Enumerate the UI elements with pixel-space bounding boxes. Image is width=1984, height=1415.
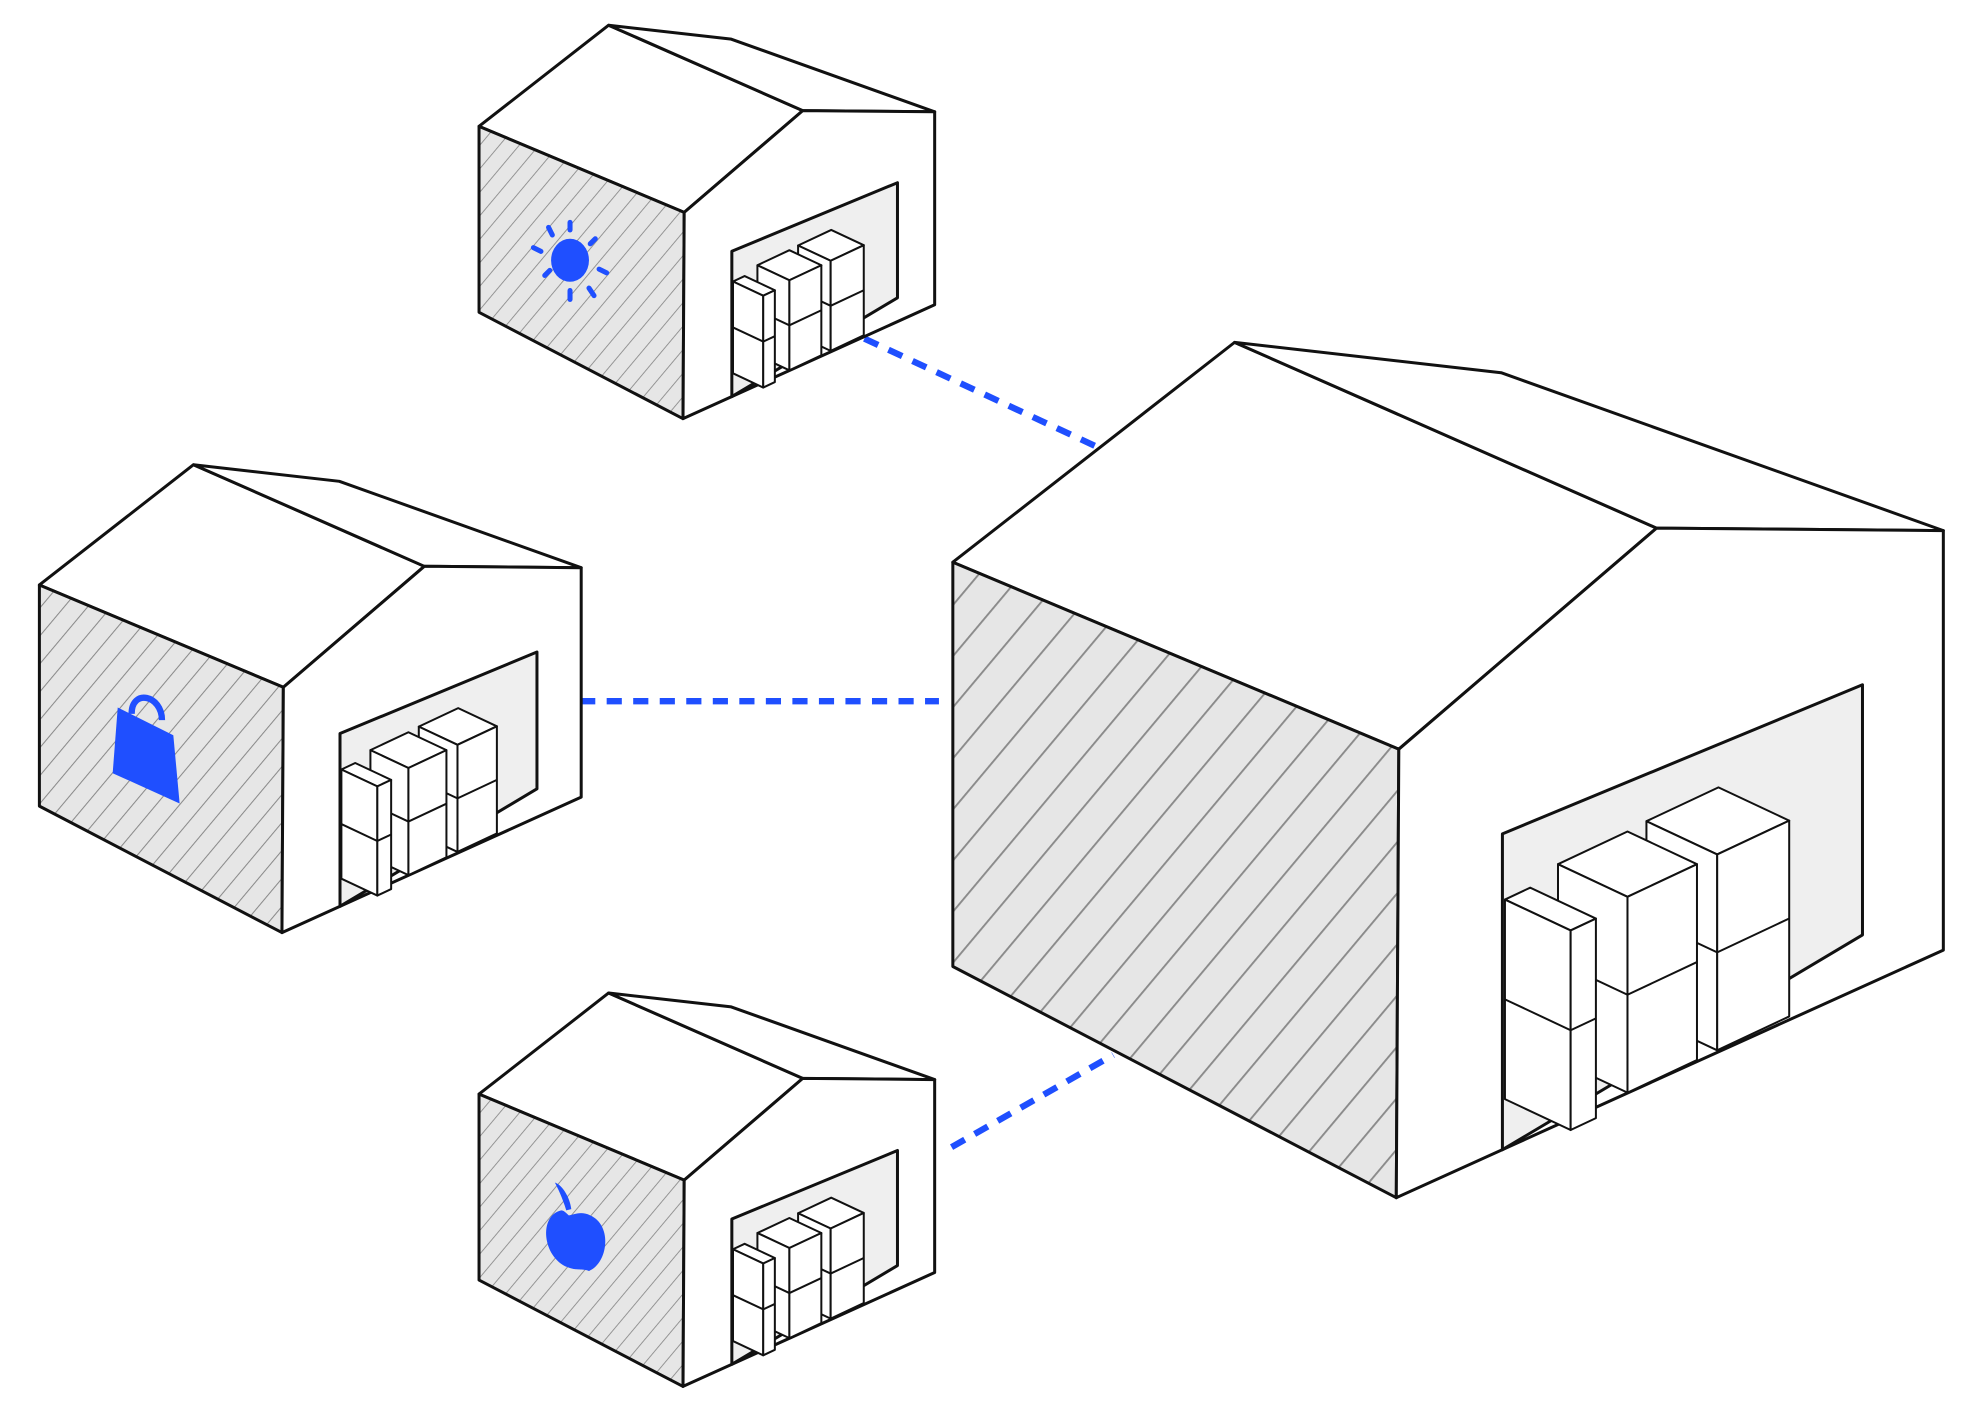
warehouse-shopping-bag xyxy=(38,463,583,934)
warehouse-apple xyxy=(478,992,936,1388)
apple-icon xyxy=(546,1182,606,1271)
shopping-bag-icon xyxy=(112,694,180,804)
sun-icon xyxy=(530,219,610,302)
connector-lines xyxy=(580,335,1115,1150)
central-warehouse xyxy=(950,340,1946,1200)
connector-apple-to-hub xyxy=(950,1052,1115,1150)
connector-sun-to-hub xyxy=(863,335,1102,452)
warehouse-sun xyxy=(478,24,936,420)
